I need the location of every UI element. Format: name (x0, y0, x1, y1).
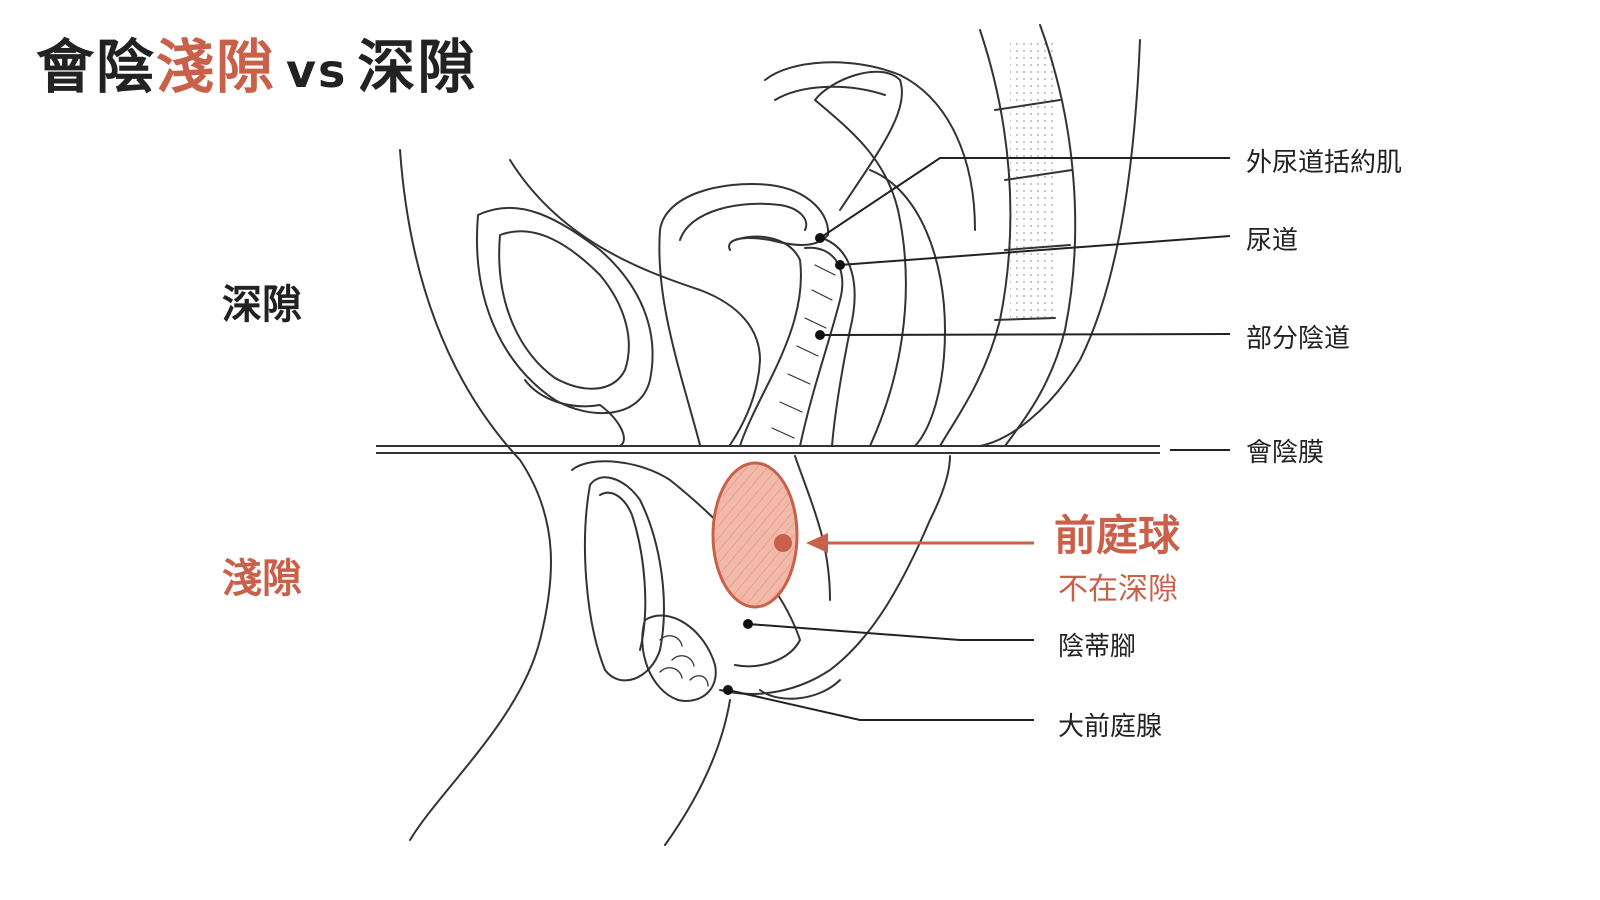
highlight-label-vestibular-bulb: 前庭球 (1054, 511, 1181, 560)
dot-3 (815, 330, 825, 340)
dot-2 (835, 260, 845, 270)
vagina-hatch (771, 264, 836, 439)
highlight-arrow (774, 533, 1034, 553)
rectum-wall (869, 169, 946, 447)
bowel-loop-inner (774, 85, 886, 101)
highlight-arrow-head (806, 533, 828, 553)
bowel-loop (764, 61, 976, 231)
label-greater-vestibular-gland: 大前庭腺 (1058, 712, 1163, 742)
vestibule-line (794, 455, 831, 601)
label-external-urethral-sphincter: 外尿道括約肌 (1246, 148, 1403, 178)
title-part-4: 深隙 (357, 33, 478, 101)
rectum-outer (814, 70, 907, 447)
body-front-contour (399, 149, 553, 841)
vestibular-bulb-hatch (715, 465, 795, 605)
bladder-outline (659, 183, 830, 251)
title-part-1: 會陰 (36, 33, 157, 101)
label-clitoral-crus: 陰蒂腳 (1058, 632, 1137, 662)
fat-pad (524, 379, 625, 447)
title-part-2: 淺隙 (156, 33, 277, 101)
leader-5 (747, 623, 1034, 641)
label-perineal-membrane: 會陰膜 (1246, 438, 1325, 468)
sacrum-front (939, 29, 1012, 447)
pubic-bone-inner (498, 230, 630, 390)
label-partial-vagina: 部分陰道 (1246, 324, 1351, 354)
uterus-outline (658, 229, 701, 446)
dot-5 (743, 619, 753, 629)
label-urethra: 尿道 (1246, 226, 1299, 256)
lower-body-contour (664, 699, 731, 846)
sacrum-texture (1010, 40, 1055, 320)
greater-vestibular-gland (641, 614, 717, 702)
spine-back (979, 39, 1141, 447)
vagina-wall-back (821, 237, 856, 447)
title-part-3: vs (286, 44, 348, 98)
leader-6 (727, 689, 1034, 721)
uterus-inner (679, 202, 808, 241)
urethra-tube (734, 235, 802, 447)
sacrum-back (1004, 24, 1077, 447)
leader-1 (819, 157, 1230, 239)
clitoral-crus-outer (584, 476, 665, 682)
labia-line (759, 679, 841, 700)
highlight-dot (774, 534, 792, 552)
vagina-wall-front (799, 246, 844, 447)
abdominal-wall (509, 159, 761, 446)
highlight-note: 不在深隙 (1058, 572, 1178, 607)
dot-1 (815, 233, 825, 243)
pubic-bone-outline (476, 206, 654, 415)
gland-lobules (659, 635, 709, 687)
leader-2 (839, 235, 1231, 266)
region-label-shallow: 淺隙 (222, 556, 302, 602)
dot-6 (723, 685, 733, 695)
region-label-deep: 深隙 (222, 282, 302, 328)
perineum-contour (719, 455, 951, 695)
leader-3 (819, 333, 1231, 336)
clitoral-crus-inner (599, 491, 647, 651)
